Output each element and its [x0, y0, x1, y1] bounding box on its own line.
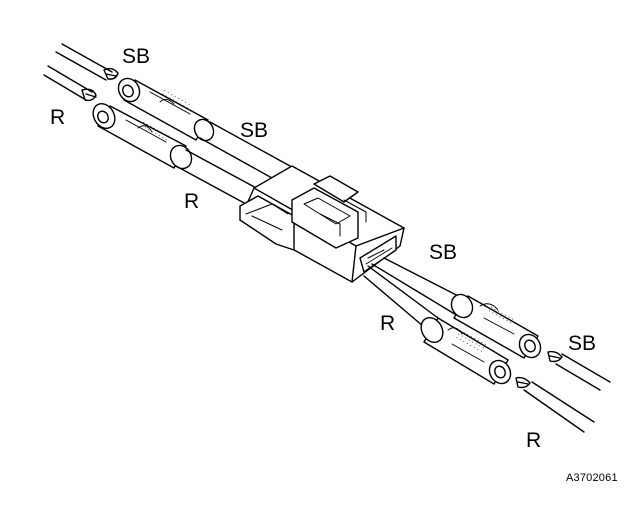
- label-left-top-sb: SB: [122, 45, 151, 68]
- label-right-mid-r: R: [380, 312, 396, 335]
- label-right-mid-sb: SB: [429, 241, 458, 264]
- left-sb-splice: [117, 77, 215, 142]
- right-sb-wire-end: [547, 350, 611, 391]
- connector-housing: [239, 165, 405, 283]
- left-r-wire-end: [43, 65, 97, 102]
- label-right-bot-r: R: [526, 429, 542, 452]
- right-r-wire: [363, 265, 439, 333]
- label-left-top-r: R: [50, 106, 66, 129]
- right-r-splice: [420, 316, 512, 385]
- left-r-wire: [175, 149, 261, 205]
- right-sb-wire: [371, 257, 471, 317]
- label-left-mid-sb: SB: [240, 119, 269, 142]
- left-sb-wire-end: [55, 43, 119, 81]
- label-left-mid-r: R: [184, 190, 200, 213]
- figure-code: A3702061: [566, 472, 618, 484]
- right-r-wire-end: [515, 376, 595, 433]
- right-sb-splice: [450, 293, 542, 359]
- left-sb-wire: [199, 121, 291, 179]
- label-right-bot-sb: SB: [568, 332, 597, 355]
